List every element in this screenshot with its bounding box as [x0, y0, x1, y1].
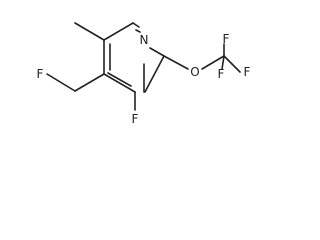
- bond-c2-c3: [144, 55, 165, 93]
- bond-c2-o: [163, 55, 189, 70]
- bond-c3-c4: [103, 73, 136, 93]
- structure-diagram: N F F O F F F: [37, 22, 251, 126]
- atom-f-ch2-label: F: [37, 67, 44, 81]
- bond-cf3-f-bottom: [221, 55, 225, 70]
- bond-o-cf3: [201, 55, 225, 70]
- atom-f-cf3-right-label: F: [244, 65, 251, 79]
- bond-c3-c4-double: [107, 72, 132, 87]
- atom-o-label: O: [190, 65, 199, 79]
- atom-f-ring-label: F: [132, 112, 139, 126]
- atom-f-cf3-bottom-label: F: [218, 67, 225, 81]
- bond-c6-n1-double: [135, 29, 141, 33]
- bond-c5-methyl: [74, 22, 105, 41]
- bond-n1-c2b: [149, 47, 165, 57]
- atom-f-cf3-top-label: F: [223, 32, 230, 46]
- bond-ch2-f: [46, 73, 76, 92]
- bond-cf3-f-right: [223, 55, 241, 73]
- bonds: [46, 22, 241, 111]
- bond-c5-c6: [103, 22, 134, 41]
- bond-c4-ch2: [74, 73, 105, 92]
- atom-n1-label: N: [140, 33, 149, 47]
- bond-c6-n1: [132, 22, 140, 28]
